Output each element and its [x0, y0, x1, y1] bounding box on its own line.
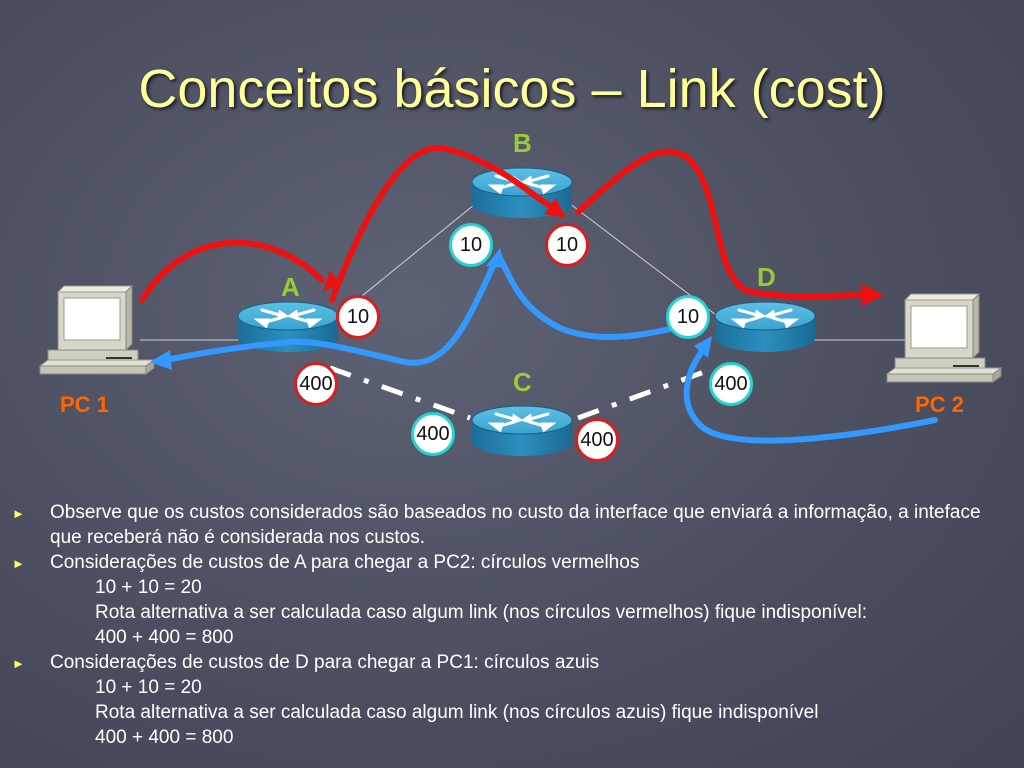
cost-c-right: 400	[575, 418, 619, 462]
cost-b-right: 10	[545, 223, 589, 267]
blue-path-b-pc1	[163, 259, 498, 366]
pc2-computer	[886, 293, 1002, 383]
bullet-text: Considerações de custos de D para chegar…	[50, 652, 600, 673]
bullet-marker-icon: ►	[12, 556, 25, 571]
cost-c-left: 400	[411, 412, 455, 456]
page-title: Conceitos básicos – Link (cost)	[138, 59, 886, 119]
bullet-subline: 400 + 400 = 800	[95, 727, 234, 748]
bullet-item: ► Considerações de custos de A para cheg…	[12, 550, 1017, 575]
blue-arrow-head-d	[694, 336, 712, 358]
bullet-item: ► Observe que os custos considerados são…	[12, 500, 1017, 550]
blue-arrow-head-pc1	[150, 350, 172, 370]
red-path-a-b	[329, 145, 561, 303]
bullet-text: Considerações de custos de A para chegar…	[50, 552, 640, 573]
red-arrow-head-a	[323, 270, 340, 292]
red-arrow-head-pc2	[862, 284, 884, 306]
blue-path-d-b	[497, 255, 701, 340]
node-label-d: D	[757, 262, 776, 292]
cost-d-bottom: 400	[709, 362, 753, 406]
node-label-c: C	[513, 367, 532, 397]
pc1-label: PC 1	[60, 392, 109, 417]
bullet-subline: 10 + 10 = 20	[95, 677, 202, 698]
blue-path	[163, 255, 938, 444]
bullet-list: ► Observe que os custos considerados são…	[12, 500, 1017, 750]
link-c-d	[577, 365, 716, 421]
router-d	[713, 300, 817, 354]
blue-arrow-head-b	[486, 248, 506, 268]
bullet-marker-icon: ►	[12, 506, 25, 521]
bullet-text: Observe que os custos considerados são b…	[50, 502, 981, 548]
pc1-computer	[39, 285, 155, 375]
bullet-subline: 400 + 400 = 800	[95, 627, 234, 648]
node-label-a: A	[281, 272, 300, 302]
red-arrow-head-b	[544, 198, 566, 218]
bullet-item: ► Considerações de custos de D para cheg…	[12, 650, 1017, 675]
router-c	[470, 404, 574, 458]
pc2-label: PC 2	[915, 392, 964, 417]
red-path-b-d	[575, 148, 871, 300]
link-a-c	[329, 365, 471, 421]
cost-a-bottom: 400	[294, 362, 338, 406]
red-path-pc1-a	[139, 239, 325, 303]
cost-b-left: 10	[449, 223, 493, 267]
blue-path-pc2-d	[683, 345, 938, 444]
bullet-subline: Rota alternativa a ser calculada caso al…	[95, 702, 819, 723]
bullet-subline: Rota alternativa a ser calculada caso al…	[95, 602, 867, 623]
cost-d-left: 10	[666, 295, 710, 339]
cost-a-right: 10	[336, 295, 380, 339]
node-label-b: B	[513, 128, 532, 158]
red-path	[139, 145, 871, 303]
bullet-subline: 10 + 10 = 20	[95, 577, 202, 598]
bullet-marker-icon: ►	[12, 656, 25, 671]
